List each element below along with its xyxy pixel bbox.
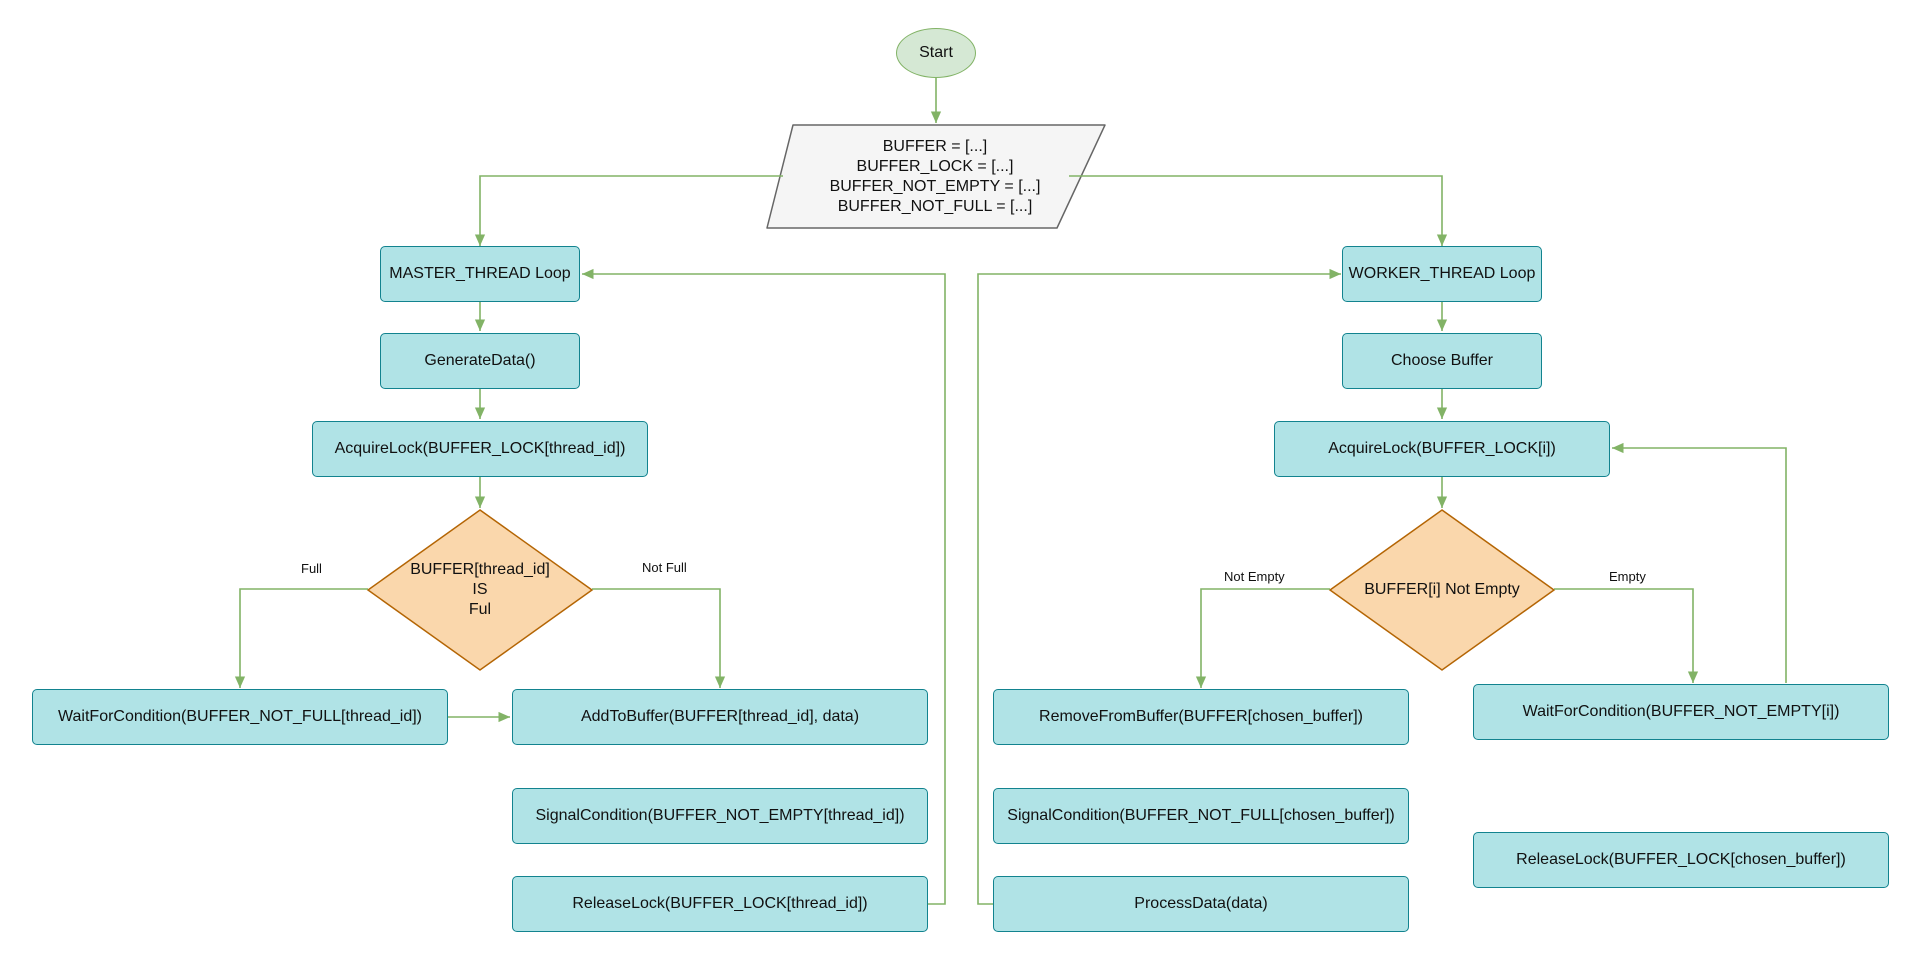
- start-node[interactable]: Start: [896, 28, 976, 78]
- edge-decision-full: [234, 588, 368, 688]
- master-acquire-lock-label: AcquireLock(BUFFER_LOCK[thread_id]): [334, 440, 626, 457]
- generate-data-label: GenerateData(): [424, 352, 536, 369]
- edge-wait-reacquire: [1612, 442, 1787, 683]
- init-data-shape[interactable]: [766, 124, 1106, 229]
- choose-buffer-node[interactable]: Choose Buffer: [1342, 333, 1542, 389]
- master-signal-node[interactable]: SignalCondition(BUFFER_NOT_EMPTY[thread_…: [512, 788, 928, 844]
- master-release-label: ReleaseLock(BUFFER_LOCK[thread_id]): [572, 895, 868, 912]
- edge-release-loop: [582, 268, 946, 905]
- worker-release-label: ReleaseLock(BUFFER_LOCK[chosen_buffer]): [1516, 851, 1846, 868]
- remove-from-buffer-node[interactable]: RemoveFromBuffer(BUFFER[chosen_buffer]): [993, 689, 1409, 745]
- worker-signal-node[interactable]: SignalCondition(BUFFER_NOT_FULL[chosen_b…: [993, 788, 1409, 844]
- worker-decision-label: BUFFER[i] Not Empty: [1364, 581, 1520, 598]
- worker-acquire-lock-label: AcquireLock(BUFFER_LOCK[i]): [1328, 440, 1556, 457]
- edge-label-full: Full: [301, 561, 322, 576]
- edge-decision-notfull: [592, 588, 726, 688]
- edge-decision-empty: [1554, 588, 1699, 683]
- edge-label-not-empty: Not Empty: [1224, 569, 1285, 584]
- add-to-buffer-label: AddToBuffer(BUFFER[thread_id], data): [580, 708, 860, 725]
- master-decision-node[interactable]: BUFFER[thread_id] IS Ful: [368, 510, 592, 670]
- process-data-node[interactable]: ProcessData(data): [993, 876, 1409, 932]
- edge-init-worker: [1069, 175, 1448, 246]
- add-to-buffer-node[interactable]: AddToBuffer(BUFFER[thread_id], data): [512, 689, 928, 745]
- master-decision-label: BUFFER[thread_id] IS Ful: [410, 561, 550, 618]
- master-thread-loop-label: MASTER_THREAD Loop: [389, 265, 571, 282]
- edge-decision-notempty: [1195, 588, 1330, 688]
- worker-signal-label: SignalCondition(BUFFER_NOT_FULL[chosen_b…: [1007, 807, 1395, 824]
- master-decision-shape[interactable]: [366, 509, 594, 671]
- choose-buffer-label: Choose Buffer: [1391, 352, 1493, 369]
- generate-data-node[interactable]: GenerateData(): [380, 333, 580, 389]
- worker-thread-loop-label: WORKER_THREAD Loop: [1348, 265, 1536, 282]
- master-wait-node[interactable]: WaitForCondition(BUFFER_NOT_FULL[thread_…: [32, 689, 448, 745]
- init-data-label: BUFFER = [...] BUFFER_LOCK = [...] BUFFE…: [829, 138, 1041, 215]
- edge-init-master: [474, 175, 783, 246]
- worker-acquire-lock-node[interactable]: AcquireLock(BUFFER_LOCK[i]): [1274, 421, 1610, 477]
- worker-decision-shape[interactable]: [1328, 509, 1556, 671]
- worker-wait-label: WaitForCondition(BUFFER_NOT_EMPTY[i]): [1522, 703, 1840, 720]
- master-wait-label: WaitForCondition(BUFFER_NOT_FULL[thread_…: [58, 708, 422, 725]
- worker-decision-node[interactable]: BUFFER[i] Not Empty: [1330, 510, 1554, 670]
- worker-thread-loop[interactable]: WORKER_THREAD Loop: [1342, 246, 1542, 302]
- master-release-node[interactable]: ReleaseLock(BUFFER_LOCK[thread_id]): [512, 876, 928, 932]
- remove-from-buffer-label: RemoveFromBuffer(BUFFER[chosen_buffer]): [1039, 708, 1363, 725]
- master-signal-label: SignalCondition(BUFFER_NOT_EMPTY[thread_…: [535, 807, 905, 824]
- master-acquire-lock-node[interactable]: AcquireLock(BUFFER_LOCK[thread_id]): [312, 421, 648, 477]
- start-label: Start: [919, 44, 953, 61]
- worker-wait-node[interactable]: WaitForCondition(BUFFER_NOT_EMPTY[i]): [1473, 684, 1889, 740]
- init-data-node[interactable]: BUFFER = [...] BUFFER_LOCK = [...] BUFFE…: [790, 128, 1080, 226]
- edge-label-empty: Empty: [1609, 569, 1646, 584]
- process-data-label: ProcessData(data): [1134, 895, 1268, 912]
- worker-release-node[interactable]: ReleaseLock(BUFFER_LOCK[chosen_buffer]): [1473, 832, 1889, 888]
- master-thread-loop[interactable]: MASTER_THREAD Loop: [380, 246, 580, 302]
- edge-label-not-full: Not Full: [642, 560, 687, 575]
- edge-process-loop: [977, 268, 1341, 905]
